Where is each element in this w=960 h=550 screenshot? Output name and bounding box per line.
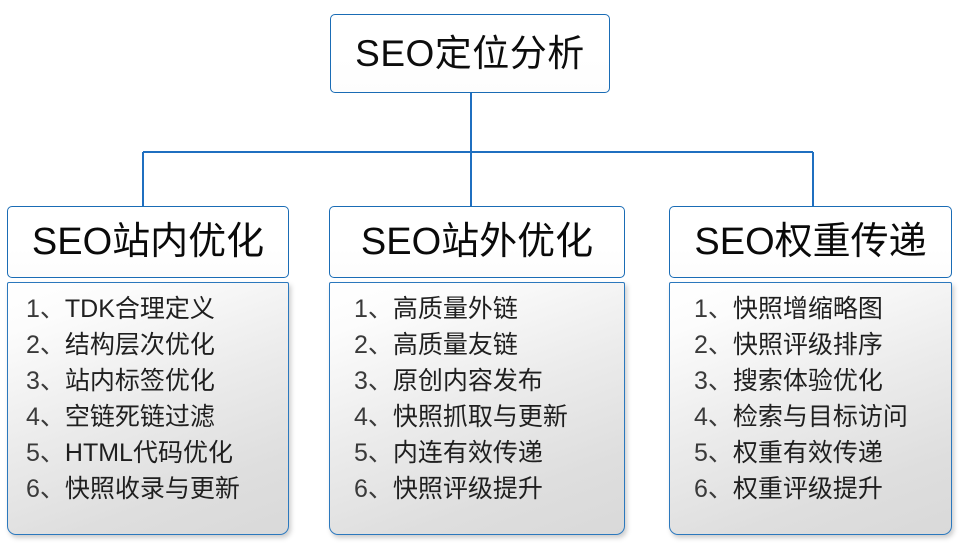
list-item: 3、 原创内容发布 bbox=[330, 369, 624, 405]
list-item: 4、 检索与目标访问 bbox=[670, 405, 951, 441]
item-index: 6、 bbox=[694, 475, 733, 503]
list-item: 1、 快照增缩略图 bbox=[670, 297, 951, 333]
root-node-title: SEO定位分析 bbox=[355, 33, 585, 74]
item-index: 5、 bbox=[26, 439, 65, 467]
item-index: 3、 bbox=[694, 367, 733, 395]
root-node: SEO定位分析 bbox=[330, 14, 610, 93]
list-item: 6、 快照收录与更新 bbox=[8, 477, 288, 513]
branch-header-label-2: SEO站外优化 bbox=[360, 221, 594, 263]
branch-body-3: 1、 快照增缩略图 2、 快照评级排序 3、 搜索体验优化 4、 检索与目标访问… bbox=[669, 282, 952, 535]
item-label: 快照增缩略图 bbox=[732, 295, 883, 323]
branch-header-3: SEO权重传递 bbox=[669, 206, 952, 278]
item-label: 快照评级排序 bbox=[732, 331, 883, 359]
branch-header-label-1: SEO站内优化 bbox=[31, 221, 265, 263]
item-index: 4、 bbox=[26, 403, 65, 431]
item-index: 2、 bbox=[694, 331, 733, 359]
list-item: 5、 权重有效传递 bbox=[670, 441, 951, 477]
item-index: 5、 bbox=[694, 439, 733, 467]
branch-column-3: SEO权重传递 1、 快照增缩略图 2、 快照评级排序 3、 搜索体验优化 4、 bbox=[669, 206, 952, 535]
item-list-2: 1、 高质量外链 2、 高质量友链 3、 原创内容发布 4、 快照抓取与更新 5… bbox=[330, 297, 624, 513]
item-label: 原创内容发布 bbox=[392, 367, 543, 395]
branch-column-1: SEO站内优化 1、 TDK合理定义 2、 结构层次优化 3、 站内标签优化 4… bbox=[7, 206, 289, 535]
item-label: 站内标签优化 bbox=[64, 367, 215, 395]
branch-body-1: 1、 TDK合理定义 2、 结构层次优化 3、 站内标签优化 4、 空链死链过滤… bbox=[7, 282, 289, 535]
item-index: 6、 bbox=[26, 475, 65, 503]
item-label: 检索与目标访问 bbox=[732, 403, 908, 431]
branch-column-2: SEO站外优化 1、 高质量外链 2、 高质量友链 3、 原创内容发布 4、 快 bbox=[329, 206, 625, 535]
item-label: 结构层次优化 bbox=[64, 331, 215, 359]
list-item: 1、 TDK合理定义 bbox=[8, 297, 288, 333]
branch-header-1: SEO站内优化 bbox=[7, 206, 289, 278]
item-index: 1、 bbox=[26, 295, 65, 323]
item-index: 3、 bbox=[26, 367, 65, 395]
item-list-3: 1、 快照增缩略图 2、 快照评级排序 3、 搜索体验优化 4、 检索与目标访问… bbox=[670, 297, 951, 513]
item-label: HTML代码优化 bbox=[64, 439, 233, 467]
list-item: 2、 高质量友链 bbox=[330, 333, 624, 369]
item-index: 6、 bbox=[354, 475, 393, 503]
list-item: 1、 高质量外链 bbox=[330, 297, 624, 333]
item-label: 内连有效传递 bbox=[392, 439, 543, 467]
item-label: TDK合理定义 bbox=[64, 295, 215, 323]
list-item: 4、 空链死链过滤 bbox=[8, 405, 288, 441]
item-label: 高质量外链 bbox=[392, 295, 518, 323]
item-label: 快照抓取与更新 bbox=[392, 403, 568, 431]
item-label: 快照收录与更新 bbox=[64, 475, 240, 503]
item-index: 4、 bbox=[694, 403, 733, 431]
item-index: 4、 bbox=[354, 403, 393, 431]
item-index: 3、 bbox=[354, 367, 393, 395]
item-index: 1、 bbox=[354, 295, 393, 323]
item-label: 快照评级提升 bbox=[392, 475, 543, 503]
item-index: 2、 bbox=[26, 331, 65, 359]
branch-header-2: SEO站外优化 bbox=[329, 206, 625, 278]
list-item: 6、 快照评级提升 bbox=[330, 477, 624, 513]
item-label: 权重有效传递 bbox=[732, 439, 883, 467]
branch-header-label-3: SEO权重传递 bbox=[694, 221, 927, 263]
item-label: 搜索体验优化 bbox=[732, 367, 883, 395]
list-item: 4、 快照抓取与更新 bbox=[330, 405, 624, 441]
item-label: 高质量友链 bbox=[392, 331, 518, 359]
item-index: 1、 bbox=[694, 295, 733, 323]
item-index: 2、 bbox=[354, 331, 393, 359]
list-item: 3、 搜索体验优化 bbox=[670, 369, 951, 405]
item-label: 空链死链过滤 bbox=[64, 403, 215, 431]
item-list-1: 1、 TDK合理定义 2、 结构层次优化 3、 站内标签优化 4、 空链死链过滤… bbox=[8, 297, 288, 513]
item-label: 权重评级提升 bbox=[732, 475, 883, 503]
list-item: 2、 快照评级排序 bbox=[670, 333, 951, 369]
item-index: 5、 bbox=[354, 439, 393, 467]
list-item: 5、 内连有效传递 bbox=[330, 441, 624, 477]
list-item: 5、 HTML代码优化 bbox=[8, 441, 288, 477]
list-item: 6、 权重评级提升 bbox=[670, 477, 951, 513]
list-item: 3、 站内标签优化 bbox=[8, 369, 288, 405]
branch-body-2: 1、 高质量外链 2、 高质量友链 3、 原创内容发布 4、 快照抓取与更新 5… bbox=[329, 282, 625, 535]
list-item: 2、 结构层次优化 bbox=[8, 333, 288, 369]
